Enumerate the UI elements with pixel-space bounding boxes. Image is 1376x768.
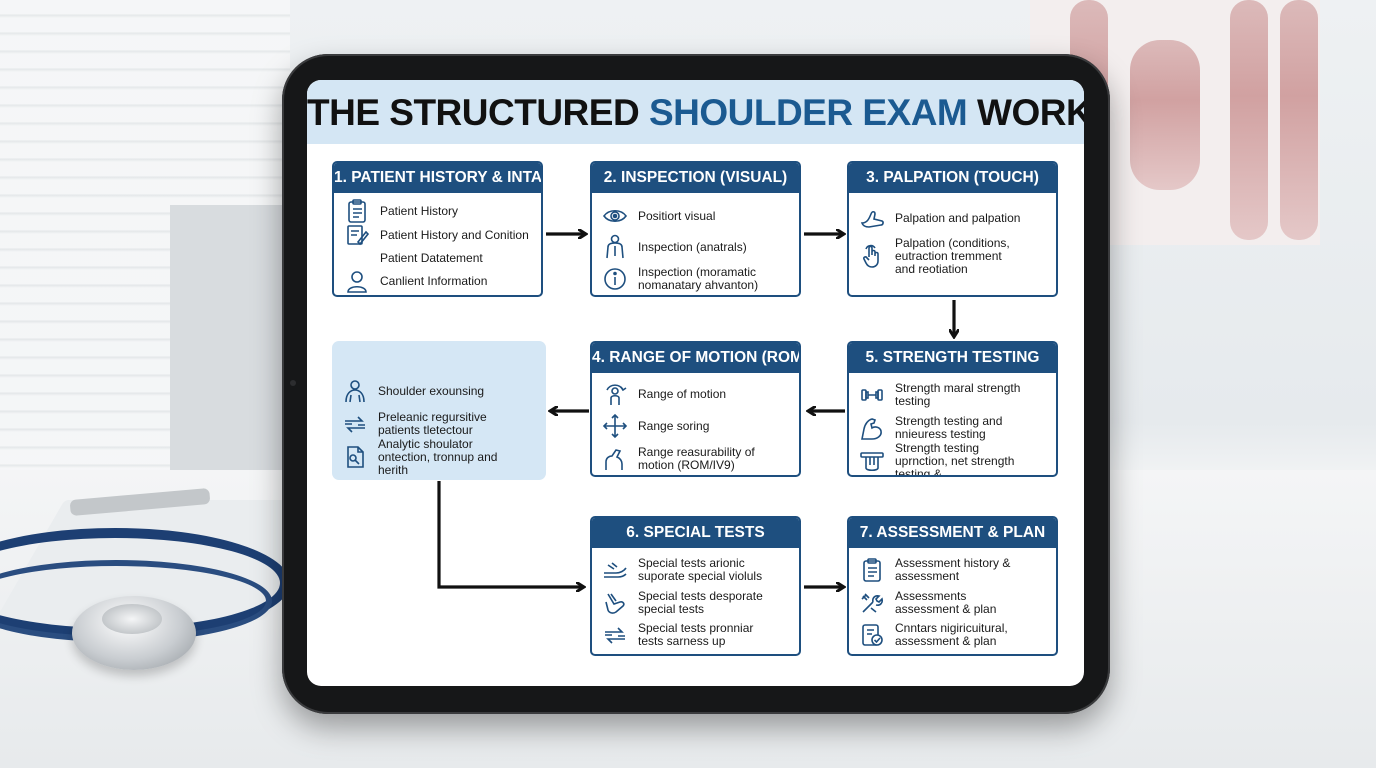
item-text: Range soring [638,418,710,433]
item-text: Strength testing uprnction, net strength… [895,440,1015,477]
step-title: 1. PATIENT HISTORY & INTAKE [334,163,541,193]
step-card-7: 7. ASSESSMENT & PLAN Assessment history … [847,516,1058,656]
item-text: Inspection (moramatic nomanatary ahvanto… [638,265,759,292]
step-title: 7. ASSESSMENT & PLAN [849,518,1056,548]
item-text: Positiort visual [638,208,716,223]
item-text: Patient History and Conition [380,227,529,242]
swap-arrows-icon [600,621,630,649]
list-item: Cnntars nigiricuitural, assessment & pla… [849,619,1056,651]
summary-panel: Shoulder exounsing Preleanic regursitive… [332,341,546,480]
item-text: Special tests arionic suporate special v… [638,556,763,583]
list-item: Special tests pronniar tests sarness up [592,619,799,651]
title-part1: THE STRUCTURED [307,92,649,133]
item-text: Canlient Information [380,273,488,288]
checklist-icon [857,621,887,649]
list-item: Range soring [592,409,799,443]
step-card-2: 2. INSPECTION (VISUAL) Positiort visual … [590,161,801,297]
grip-icon [857,447,887,475]
item-text: Inspection (anatrals) [638,239,747,254]
item-text: Strength testing and nnieuress testing [895,414,1003,441]
list-item: Assessments assessment & plan [849,586,1056,619]
step-title: 3. PALPATION (TOUCH) [849,163,1056,193]
list-item: Canlient Information [334,269,541,293]
rotation-figure-icon [600,380,630,408]
item-text: Assessment history & assessment [895,556,1011,583]
arm-test-icon [600,556,630,584]
item-text: Analytic shoulator ontection, tronnup an… [378,436,498,477]
list-item: Strength testing uprnction, net strength… [849,440,1056,477]
list-item: Palpation (conditions, eutraction tremme… [849,233,1056,279]
item-text: Shoulder exounsing [378,383,485,398]
clipboard-list-icon [342,197,372,225]
flow-arrows [437,80,1084,686]
list-item: Patient History [334,199,541,223]
list-item: Patient Datatement [334,247,541,269]
list-item: Positiort visual [592,201,799,231]
list-item: Special tests arionic suporate special v… [592,554,799,586]
item-text: Preleanic regursitive patients tletectou… [378,410,487,437]
tablet-screen: THE STRUCTURED SHOULDER EXAM WORKFLOW 1.… [307,80,1084,686]
tools-icon [857,589,887,617]
title-accent: SHOULDER EXAM [648,92,968,133]
arm-flex-icon [600,445,630,473]
item-text: Strength maral strength testing [895,381,1021,408]
step-card-4: 4. RANGE OF MOTION (ROM) Range of motion… [590,341,801,477]
arrow-panel-to-6 [437,481,583,587]
list-item: Strength testing and nnieuress testing [849,411,1056,445]
item-text: Patient History [380,203,459,218]
info-icon [600,265,630,293]
edit-form-icon [342,221,372,249]
step-card-3: 3. PALPATION (TOUCH) Palpation and palpa… [847,161,1058,297]
step-title: 4. RANGE OF MOTION (ROM) [592,343,799,373]
clipboard-list-icon [857,556,887,584]
item-text: Cnntars nigiricuitural, assessment & pla… [895,621,1008,648]
swap-arrows-icon [340,410,370,438]
list-item: Inspection (moramatic nomanatary ahvanto… [592,263,799,295]
hand-test-icon [600,589,630,617]
move-arrows-icon [600,412,630,440]
palm-hand-icon [857,204,887,232]
document-icon [340,443,370,471]
torso-icon [600,233,630,261]
item-text: Patient Datatement [380,250,483,265]
step-title: 2. INSPECTION (VISUAL) [592,163,799,193]
list-item: Strength maral strength testing [849,379,1056,411]
background-shelf [170,205,290,475]
page-title: THE STRUCTURED SHOULDER EXAM WORKFLOW [307,80,1084,144]
list-item: Range reasurability of motion (ROM/IV9) [592,443,799,475]
stethoscope-chestpiece [72,596,196,670]
shoulder-icon [340,377,370,405]
item-text: Range of motion [638,386,727,401]
anatomy-poster [1030,0,1320,245]
step-card-5: 5. STRENGTH TESTING Strength maral stren… [847,341,1058,477]
touch-finger-icon [857,242,887,270]
step-card-6: 6. SPECIAL TESTS Special tests arionic s… [590,516,801,656]
list-item: Inspection (anatrals) [592,231,799,263]
list-item: Assessment history & assessment [849,554,1056,586]
item-text: Range reasurability of motion (ROM/IV9) [638,445,755,472]
list-item: Special tests desporate special tests [592,586,799,619]
item-text: Special tests desporate special tests [638,588,763,616]
title-band [307,80,1084,144]
item-text: Palpation (conditions, eutraction tremme… [895,235,1010,276]
item-text: Special tests pronniar tests sarness up [638,621,754,648]
tablet-camera [290,380,296,386]
item-text: Palpation and palpation [895,210,1021,225]
list-item: Palpation and palpation [849,203,1056,233]
step-title: 6. SPECIAL TESTS [592,518,799,548]
list-item: Shoulder exounsing [332,375,546,407]
title-part2: WORKFLOW [977,92,1084,133]
step-card-1: 1. PATIENT HISTORY & INTAKE Patient Hist… [332,161,543,297]
item-text: Assessments assessment & plan [895,588,997,616]
bicep-icon [857,414,887,442]
eye-icon [600,202,630,230]
list-item: Analytic shoulator ontection, tronnup an… [332,437,546,476]
dumbbell-icon [857,381,887,409]
step-title: 5. STRENGTH TESTING [849,343,1056,373]
list-item: Range of motion [592,379,799,409]
person-icon [342,267,372,295]
list-item: Preleanic regursitive patients tletectou… [332,407,546,441]
list-item: Patient History and Conition [334,223,541,247]
